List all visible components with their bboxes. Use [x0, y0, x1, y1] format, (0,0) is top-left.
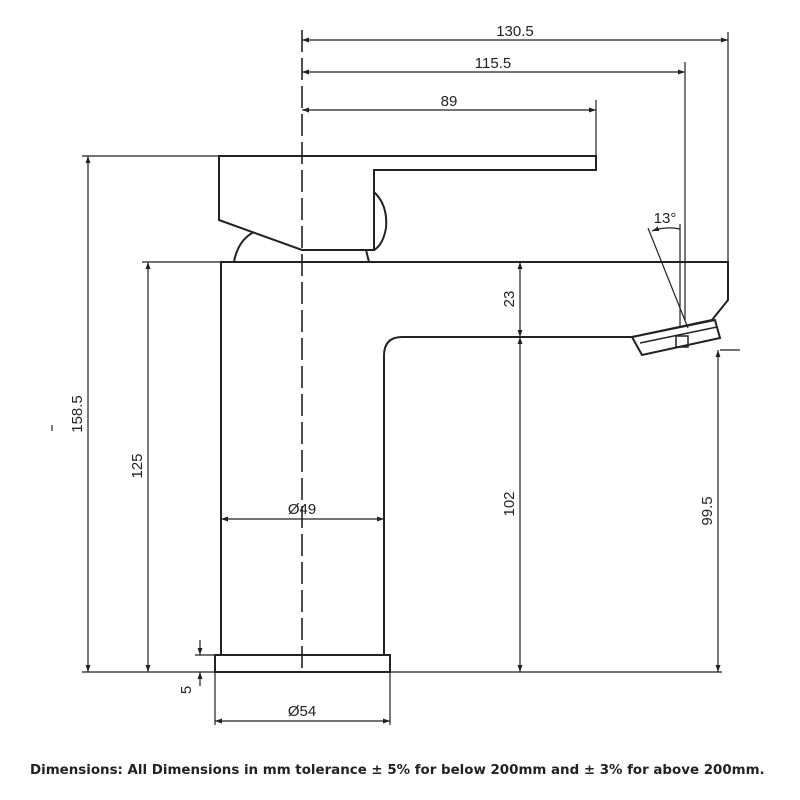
dim-base-thickness: 5	[178, 686, 195, 694]
dimension-lines	[51, 30, 740, 725]
tap-outline	[214, 155, 729, 673]
dim-spout-height: 23	[501, 291, 518, 308]
tap-body	[220, 261, 729, 656]
dim-handle-reach: 89	[441, 93, 458, 110]
lever-pivot-detail	[373, 191, 388, 251]
dim-angle: 13°	[654, 210, 677, 227]
dim-spout-reach: 115.5	[475, 55, 511, 72]
dim-body-height: 125	[129, 453, 146, 478]
dim-base-diameter: Ø54	[288, 703, 316, 720]
lever-cap	[233, 231, 255, 263]
lever-handle	[218, 155, 597, 251]
dimensions-caption: Dimensions: All Dimensions in mm toleran…	[30, 763, 765, 778]
dimension-labels: 130.5 115.5 89 13° 23 158.5 125 102 99.5…	[69, 23, 716, 720]
dim-spout-clearance: 99.5	[699, 496, 716, 525]
dim-overall-reach: 130.5	[496, 23, 534, 40]
dim-total-height: 158.5	[69, 395, 86, 433]
dim-under-spout: 102	[501, 491, 518, 516]
dim-body-diameter: Ø49	[288, 501, 316, 518]
